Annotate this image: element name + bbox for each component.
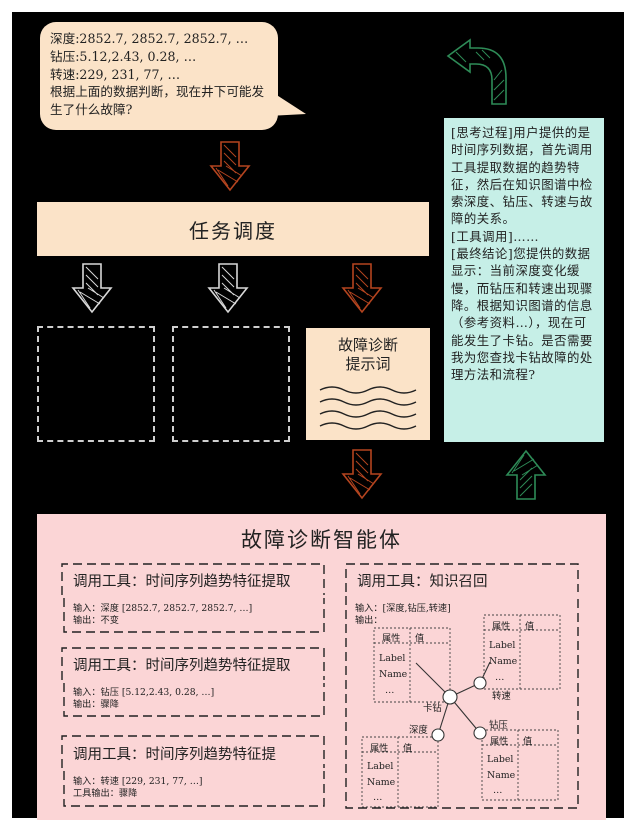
tool-call-3-header: 调用工具：时间序列趋势特征提 — [73, 747, 276, 763]
kg-table1-attr: 属性 — [382, 633, 401, 644]
empty-slot-1 — [37, 326, 155, 442]
tool-call-3-output: 工具输出：骤降 — [73, 788, 138, 799]
kg-table1-name: Name — [379, 669, 408, 680]
tool-call-1-input: 输入：深度 [2852.7, 2852.7, 2852.7, …] — [73, 603, 253, 614]
kg-table4-val: 值 — [523, 736, 533, 747]
answer-panel: [思考过程]用户提供的是时间序列数据，首先调用工具提取数据的趋势特征，然后在知识… — [444, 118, 604, 442]
kg-table3-name: Name — [367, 777, 396, 788]
task-scheduling-bar: 任务调度 — [37, 202, 429, 256]
knowledge-recall-input: 输入：[深度,钻压,转速] — [355, 603, 451, 614]
fault-diagnosis-prompt-box: 故障诊断 提示词 — [306, 328, 430, 440]
kg-node-label-wob: 钻压 — [489, 720, 508, 731]
tool-call-3-input: 输入：转速 [229, 231, 77, …] — [73, 776, 203, 787]
tool-call-2-header: 调用工具：时间序列趋势特征提取 — [73, 658, 291, 674]
tool-call-1-header: 调用工具：时间序列趋势特征提取 — [73, 574, 291, 590]
kg-table2-name: Name — [489, 656, 518, 667]
kg-table4-name: Name — [487, 770, 516, 781]
knowledge-recall-output: 输出： — [355, 615, 383, 626]
kg-node-label-depth: 深度 — [409, 725, 428, 736]
kg-table2-attr: 属性 — [492, 621, 511, 632]
answer-thinking: [思考过程]用户提供的是时间序列数据，首先调用工具提取数据的趋势特征，然后在知识… — [451, 125, 593, 227]
kg-node-label-rpm: 转速 — [492, 691, 511, 702]
tool-call-2-input: 输入：钻压 [5.12,2.43, 0.28, …] — [73, 687, 215, 698]
kg-table2-more: … — [495, 672, 505, 683]
kg-table2-label: Label — [489, 640, 516, 651]
agent-title: 故障诊断智能体 — [241, 528, 402, 552]
prompt-title-line1: 故障诊断 — [337, 336, 398, 354]
kg-node-label-stuck-pipe: 卡钻 — [423, 703, 442, 714]
kg-table4-more: … — [493, 785, 503, 796]
question-line-ask: 根据上面的数据判断，现在井下可能发生了什么故障? — [50, 84, 265, 118]
question-line-rpm: 转速:229, 231, 77, … — [50, 66, 181, 82]
answer-conclusion: [最终结论]您提供的数据显示：当前深度变化缓慢，而钻压和转速出现骤降。根据知识图… — [451, 246, 593, 383]
fault-diagnosis-agent-panel: 故障诊断智能体 调用工具：时间序列趋势特征提取 输入：深度 [2852.7, 2… — [37, 514, 606, 820]
kg-table1-more: … — [385, 685, 395, 696]
kg-table3-val: 值 — [403, 743, 413, 754]
kg-table3-more: … — [373, 792, 383, 803]
prompt-title-line2: 提示词 — [345, 355, 391, 373]
kg-table3-attr: 属性 — [370, 743, 389, 754]
knowledge-recall-header: 调用工具：知识召回 — [357, 574, 488, 590]
kg-table3-label: Label — [367, 761, 394, 772]
question-line-depth: 深度:2852.7, 2852.7, 2852.7, … — [50, 31, 249, 46]
empty-slot-2 — [172, 326, 290, 442]
kg-table1-val: 值 — [415, 633, 425, 644]
wavy-lines-icon — [319, 386, 417, 430]
kg-table4-attr: 属性 — [490, 736, 509, 747]
question-line-wob: 钻压:5.12,2.43, 0.28, … — [50, 48, 197, 64]
tool-call-2-output: 输出：骤降 — [73, 699, 119, 710]
question-bubble: 深度:2852.7, 2852.7, 2852.7, … 钻压:5.12,2.4… — [40, 22, 278, 130]
kg-table1-label: Label — [379, 653, 406, 664]
kg-table2-val: 值 — [525, 621, 535, 632]
answer-tool-call: [工具调用]…… — [451, 228, 540, 244]
tool-call-1-output: 输出：不变 — [73, 615, 119, 626]
kg-table4-label: Label — [487, 754, 514, 765]
